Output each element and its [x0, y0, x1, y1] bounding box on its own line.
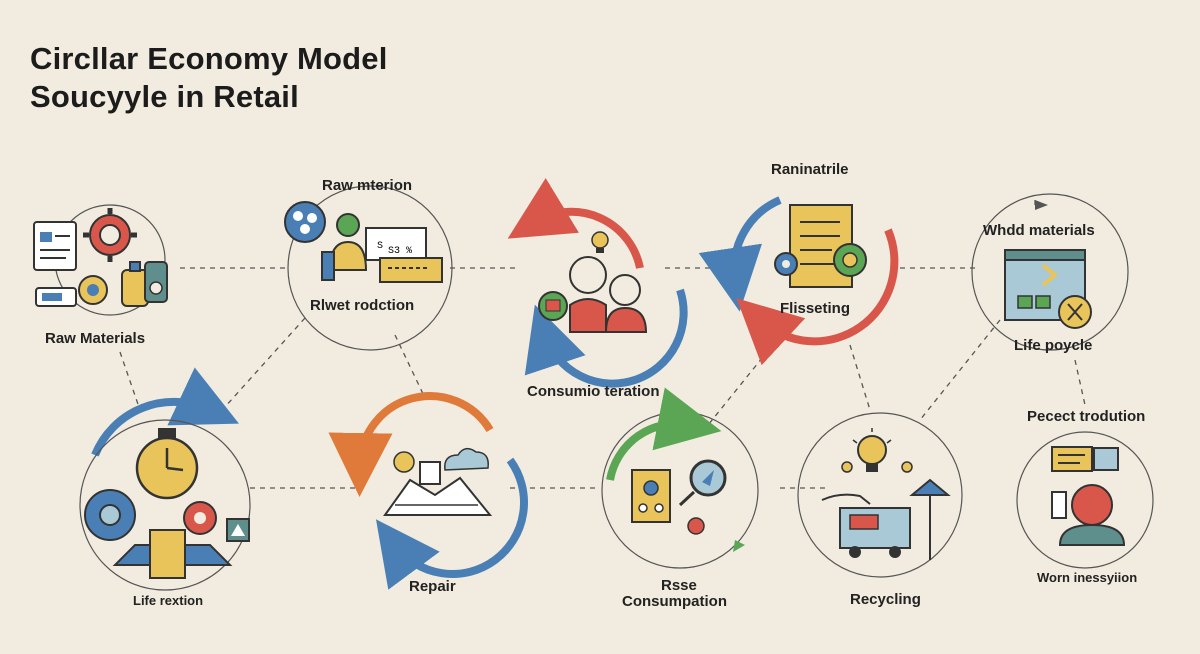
card-letter: S — [377, 241, 383, 252]
retail-production-node: S S3 % — [284, 185, 453, 351]
jar-icon — [144, 261, 168, 303]
label-rlwet-rodction: Rlwet rodction — [310, 297, 415, 314]
reuse-node — [601, 387, 759, 569]
gear-icon — [83, 208, 137, 262]
gear-icon — [833, 243, 867, 277]
diagram-title: Circllar Economy Model Soucyyle in Retai… — [30, 40, 388, 116]
label-pecect-trodution: Pecect trodution — [1027, 408, 1146, 425]
cloud-icon — [444, 447, 489, 471]
gear-icon — [84, 489, 136, 541]
network-icon — [284, 201, 326, 243]
location-pin-icon — [841, 461, 913, 473]
life-extension-node — [79, 367, 251, 591]
person-icon — [569, 256, 607, 333]
gear-icon — [393, 451, 415, 473]
register-icon — [379, 257, 443, 283]
small-gear-icon — [774, 252, 798, 276]
hand-icon — [821, 493, 871, 505]
label-life-poycle: Life poycle — [1014, 337, 1093, 354]
remanufacture-node — [698, 196, 899, 366]
label-life-rextion: Life rextion — [133, 593, 204, 608]
magnifier-icon — [678, 459, 727, 507]
person-headset-icon — [604, 274, 648, 333]
label-repair: Repair — [409, 578, 456, 595]
lightbulb-icon — [591, 231, 609, 253]
label-rsse: Rsse — [661, 577, 697, 594]
monitor-icon — [33, 221, 77, 271]
coin-icon — [78, 275, 108, 305]
person-icon — [1058, 484, 1126, 546]
cashier-person-icon — [321, 213, 368, 281]
consumption-iteration-node — [507, 178, 688, 388]
phone-icon — [1051, 491, 1067, 519]
label-raw-mterion: Raw mterion — [322, 177, 413, 194]
arrow-marker — [1035, 200, 1048, 210]
lightbulb-icon — [852, 428, 892, 472]
repair-node — [328, 392, 528, 590]
label-consumpation: Consumpation — [622, 593, 727, 610]
label-raw-materials: Raw Materials — [45, 330, 146, 347]
small-gear-icon — [183, 501, 217, 535]
price-card-icon: S S3 % — [365, 227, 427, 261]
card-digits: S3 % — [388, 246, 412, 257]
label-recycling: Recycling — [850, 591, 921, 608]
store-badge-icon — [538, 291, 568, 321]
waste-materials-node — [971, 193, 1129, 351]
title-line-1: Circllar Economy Model — [30, 41, 388, 76]
raw-materials-node — [33, 204, 168, 316]
title-line-2: Soucyyle in Retail — [30, 79, 299, 114]
small-gear-icon — [687, 517, 705, 535]
clock-icon — [135, 428, 199, 500]
wallet-icon — [35, 287, 77, 307]
building-icon — [383, 461, 493, 516]
arrow-marker — [733, 540, 745, 552]
tablet-icon — [631, 469, 671, 523]
platform-icon — [112, 529, 233, 579]
label-flisseting: Flisseting — [780, 300, 851, 317]
warning-sign-icon — [226, 518, 250, 542]
tree-sign-icon — [909, 478, 951, 560]
product-evolution-node — [1016, 431, 1154, 569]
label-whdd-materials: Whdd materials — [983, 222, 1095, 239]
truck-icon — [839, 507, 911, 558]
label-worn-inessyiion: Worn inessyiion — [1037, 570, 1138, 585]
label-raninatrile: Raninatrile — [771, 161, 849, 178]
label-consumio-teration: Consumio teration — [527, 383, 660, 400]
screen-icon — [1051, 446, 1119, 472]
gear-icon — [1058, 295, 1092, 329]
recycling-node — [797, 412, 963, 578]
